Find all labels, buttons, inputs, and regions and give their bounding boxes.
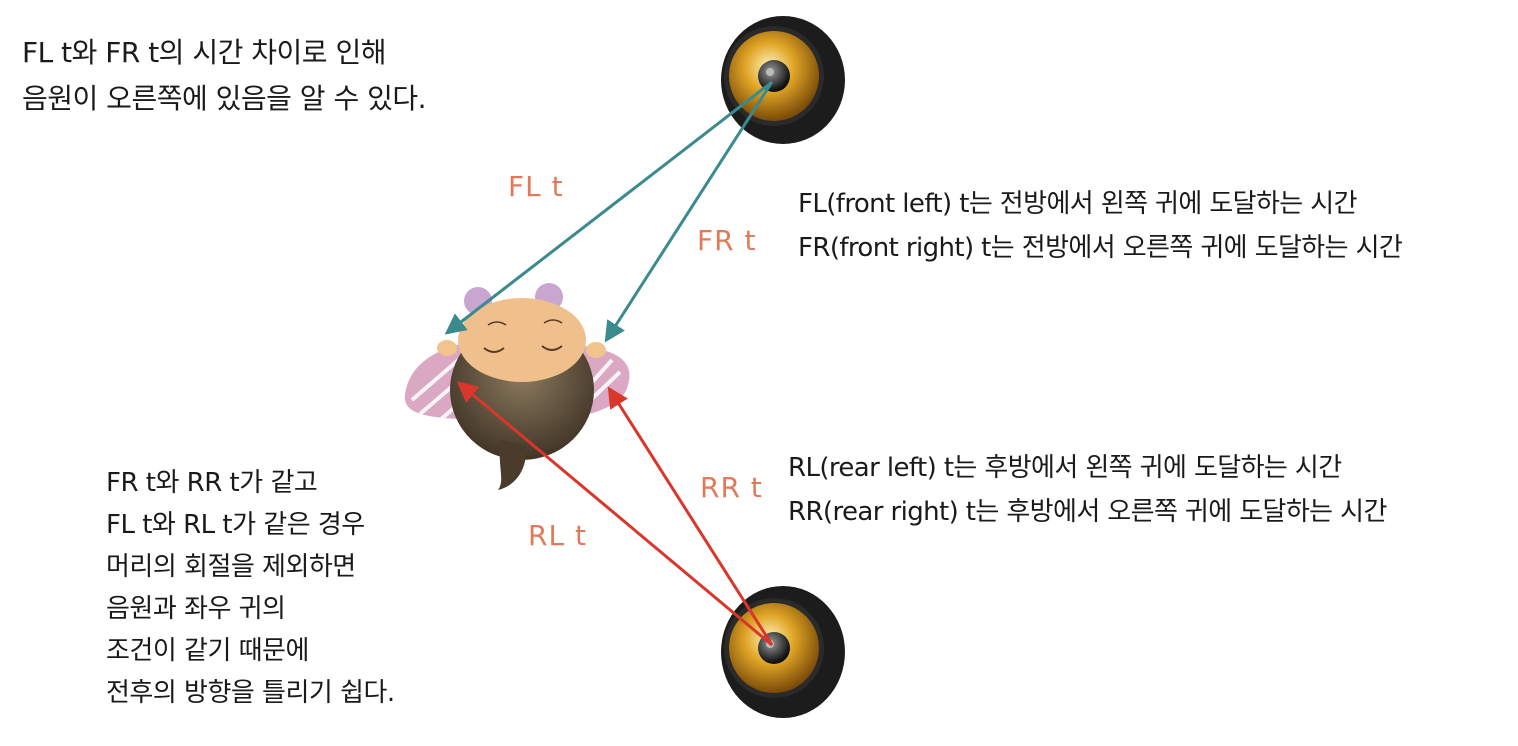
listener-head-icon (404, 283, 630, 490)
note-line: 음원이 오른쪽에 있음을 알 수 있다. (22, 82, 427, 115)
arrow-fr (604, 81, 774, 343)
label-rr-t: RR t (700, 471, 763, 504)
note-line: FL(front left) t는 전방에서 왼쪽 귀에 도달하는 시간 (798, 189, 1358, 219)
note-rear-definitions: RL(rear left) t는 후방에서 왼쪽 귀에 도달하는 시간 RR(r… (788, 446, 1387, 534)
label-fr-t: FR t (697, 224, 757, 257)
note-line: FR t와 RR t가 같고 (106, 468, 318, 498)
note-line: FL t와 RL t가 같은 경우 (106, 510, 365, 540)
arrow-rl (456, 381, 773, 647)
note-line: FR(front right) t는 전방에서 오른쪽 귀에 도달하는 시간 (798, 233, 1403, 263)
note-line: 머리의 회절을 제외하면 (106, 552, 356, 582)
note-line: 조건이 같기 때문에 (106, 636, 309, 666)
label-fl-t: FL t (508, 170, 564, 203)
speaker-icon (721, 16, 845, 144)
note-front-back-confusion: FR t와 RR t가 같고 FL t와 RL t가 같은 경우 머리의 회절을… (106, 462, 395, 714)
note-line: RL(rear left) t는 후방에서 왼쪽 귀에 도달하는 시간 (788, 453, 1342, 483)
arrow-fl (444, 80, 773, 335)
note-front-definitions: FL(front left) t는 전방에서 왼쪽 귀에 도달하는 시간 FR(… (798, 182, 1403, 270)
note-time-difference: FL t와 FR t의 시간 차이로 인해 음원이 오른쪽에 있음을 알 수 있… (22, 30, 427, 122)
speaker-icon (721, 586, 845, 718)
arrow-rr (607, 386, 774, 646)
note-line: 전후의 방향을 틀리기 쉽다. (106, 678, 395, 708)
label-rl-t: RL t (528, 519, 587, 552)
note-line: 음원과 좌우 귀의 (106, 594, 286, 624)
note-line: FL t와 FR t의 시간 차이로 인해 (22, 36, 386, 69)
note-line: RR(rear right) t는 후방에서 오른쪽 귀에 도달하는 시간 (788, 497, 1387, 527)
